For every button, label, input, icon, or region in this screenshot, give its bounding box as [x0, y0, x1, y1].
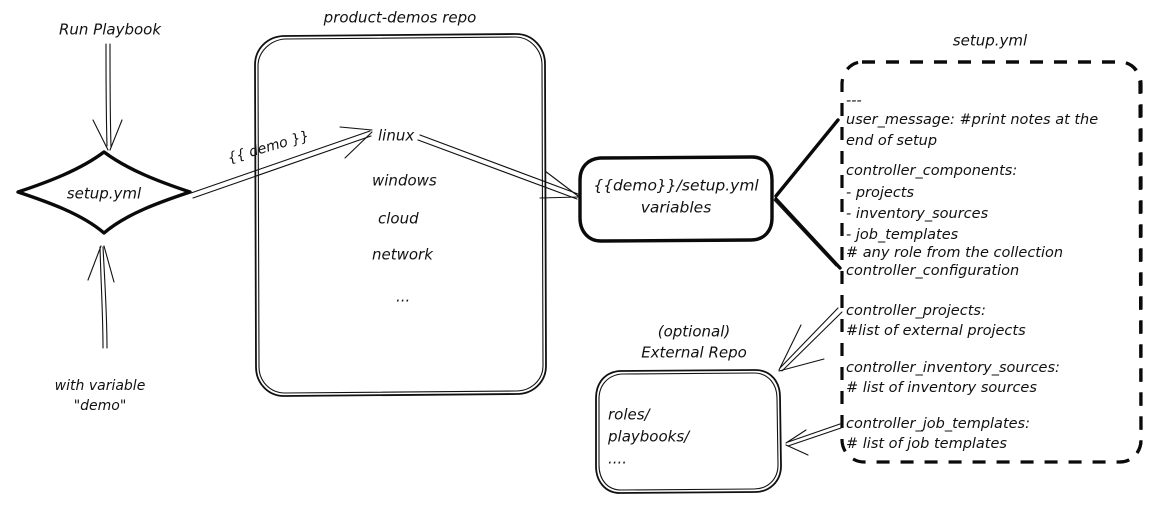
run-playbook-label: Run Playbook — [59, 21, 162, 39]
with-variable-arrow — [87, 245, 115, 349]
demo-variable-arrow — [190, 126, 373, 199]
setup-yml-panel-title: setup.yml — [953, 32, 1028, 50]
external-repo-title-line2: External Repo — [641, 344, 747, 362]
variables-box-line2: variables — [641, 199, 712, 217]
repo-item-linux: linux — [378, 127, 414, 145]
panel-line-15: # list of inventory sources — [846, 380, 1037, 396]
variables-box-line1: {{demo}}/setup.yml — [593, 177, 759, 195]
panel-line-4: controller_components: — [846, 163, 1017, 179]
setup-yml-diamond-label: setup.yml — [67, 185, 142, 203]
linux-to-variables-arrow — [417, 134, 579, 200]
product-demos-repo-box — [254, 33, 547, 397]
panel-line-6: - inventory_sources — [846, 206, 989, 222]
with-variable-label-line1: with variable — [55, 378, 146, 394]
with-variable-label-line2: "demo" — [74, 398, 127, 414]
panel-line-9: controller_configuration — [846, 263, 1019, 279]
external-repo-item-ellipsis: .... — [608, 450, 627, 468]
run-playbook-arrow — [92, 43, 123, 151]
setup-yml-panel-box — [840, 60, 1143, 464]
external-repo-box — [595, 369, 782, 494]
projects-to-external-repo-arrow — [778, 307, 843, 372]
panel-line-2: end of setup — [846, 133, 937, 149]
setup-yml-diamond — [16, 150, 192, 235]
job-templates-to-external-repo-arrow — [785, 423, 842, 456]
external-repo-item-playbooks: playbooks/ — [607, 428, 691, 446]
panel-line-12: #list of external projects — [846, 323, 1026, 339]
panel-line-8: # any role from the collection — [846, 245, 1063, 261]
panel-line-5: - projects — [846, 185, 914, 201]
repo-item-cloud: cloud — [378, 210, 419, 228]
panel-line-0: --- — [846, 93, 862, 109]
variables-box — [578, 155, 774, 243]
external-repo-title-line1: (optional) — [658, 323, 731, 341]
panel-line-11: controller_projects: — [846, 303, 986, 319]
repo-title: product-demos repo — [323, 9, 477, 27]
panel-line-7: - job_templates — [846, 227, 959, 243]
repo-item-windows: windows — [372, 172, 437, 190]
repo-item-network: network — [372, 246, 434, 264]
repo-item-ellipsis: ... — [396, 288, 410, 306]
panel-line-14: controller_inventory_sources: — [846, 360, 1060, 376]
panel-line-17: controller_job_templates: — [846, 416, 1030, 432]
panel-line-1: user_message: #print notes at the — [846, 112, 1098, 128]
setup-yml-to-variables-lines — [773, 118, 842, 270]
external-repo-item-roles: roles/ — [608, 406, 652, 424]
panel-line-18: # list of job templates — [846, 436, 1007, 452]
